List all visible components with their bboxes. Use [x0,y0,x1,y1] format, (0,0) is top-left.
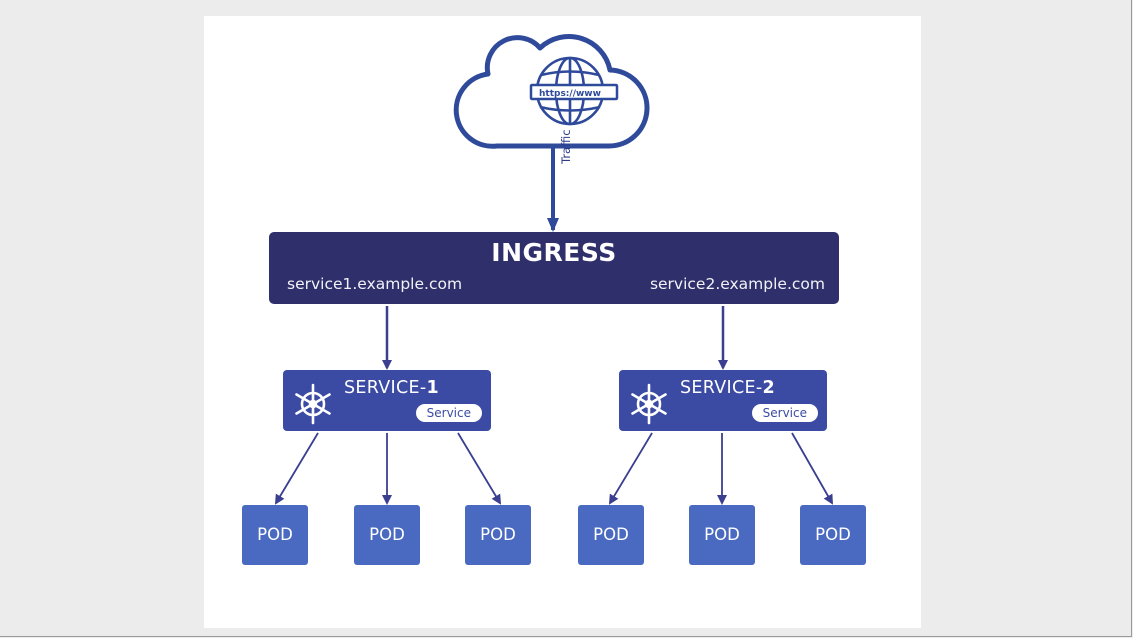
service-1-box: SERVICE-1 Service [283,370,491,431]
service-2-box: SERVICE-2 Service [619,370,827,431]
ingress-host-2: service2.example.com [649,275,825,293]
url-bar: https://www [529,83,619,101]
kubernetes-helm-icon [295,383,331,425]
pod-box-3: POD [465,505,531,565]
pod-box-2: POD [354,505,420,565]
ingress-host-1: service1.example.com [287,275,463,293]
service-1-to-pod-1-arrow [274,432,319,505]
kubernetes-helm-icon [631,383,667,425]
url-label: https://www [539,89,601,99]
traffic-label: Traffic [559,129,573,164]
pod-box-1: POD [242,505,308,565]
service-1-badge: Service [415,404,482,422]
ingress-box: INGRESS service1.example.com service2.ex… [269,232,839,304]
ingress-title: INGRESS [491,238,617,267]
service-2-to-pod-4-arrow [608,432,653,505]
pod-box-6: POD [800,505,866,565]
service-2-to-pod-6-arrow [791,432,833,505]
service-1-to-pod-3-arrow [457,432,502,505]
service-2-name: SERVICE-2 [680,378,775,398]
service-2-badge: Service [751,404,818,422]
pod-box-4: POD [578,505,644,565]
service-1-name: SERVICE-1 [344,378,439,398]
pod-box-5: POD [689,505,755,565]
